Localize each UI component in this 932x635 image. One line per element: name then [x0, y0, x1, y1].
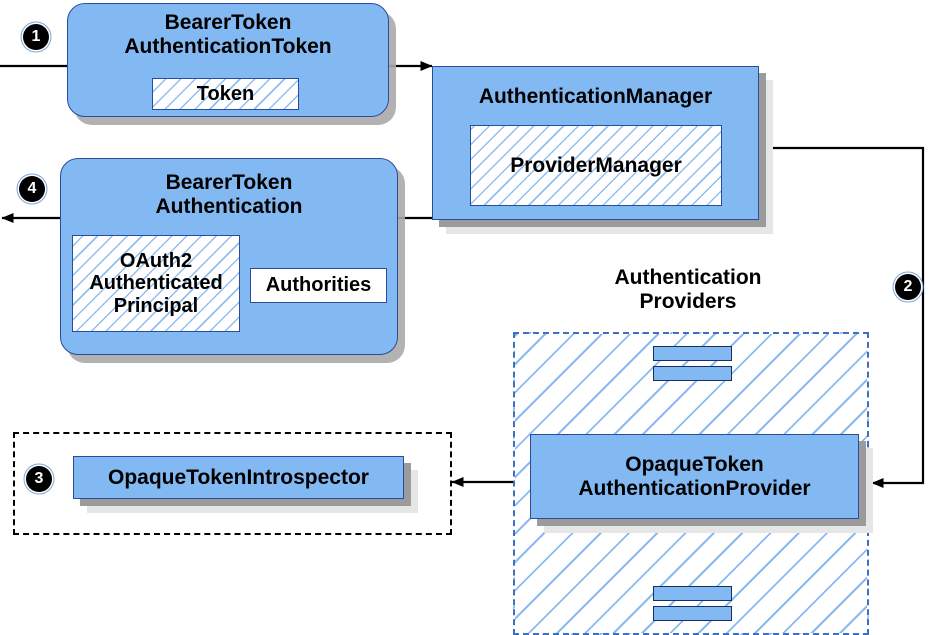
bearer-token-authentication-token[interactable]: BearerToken AuthenticationToken [67, 3, 389, 117]
oauth2-authenticated-principal-label-line1: OAuth2 [119, 249, 193, 272]
token-field-label: Token [196, 82, 255, 105]
provider-stack-bar-bottom-2 [653, 606, 732, 621]
authorities-label: Authorities [265, 274, 372, 297]
opaque-token-introspector[interactable]: OpaqueTokenIntrospector [73, 456, 404, 499]
step-marker-4-number: 4 [27, 180, 37, 197]
bearer-token-authentication-token-label-line1: BearerToken [164, 11, 292, 34]
oauth2-authenticated-principal-label-line3: Principal [113, 294, 199, 317]
bearer-token-authentication-label-line2: Authentication [155, 194, 303, 218]
token-field[interactable]: Token [152, 78, 299, 110]
step-marker-3-number: 3 [34, 470, 44, 487]
step-marker-1-number: 1 [31, 28, 41, 45]
step-marker-2-number: 2 [903, 278, 913, 295]
opaque-token-introspector-group [13, 432, 452, 535]
authentication-manager-label: AuthenticationManager [478, 85, 713, 108]
authentication-providers-title-line1: Authentication [614, 266, 762, 289]
opaque-token-authentication-provider-label-line2: AuthenticationProvider [578, 476, 811, 500]
provider-stack-bar-top-2 [653, 366, 732, 381]
step-marker-1: 1 [23, 24, 49, 50]
bearer-token-authentication-token-label-line2: AuthenticationToken [124, 34, 332, 58]
opaque-token-introspector-label: OpaqueTokenIntrospector [108, 465, 369, 489]
provider-manager-field[interactable]: ProviderManager [470, 125, 722, 206]
provider-manager-label: ProviderManager [510, 153, 682, 177]
oauth2-authenticated-principal-field[interactable]: OAuth2 Authenticated Principal [72, 235, 240, 332]
step-marker-4: 4 [19, 176, 45, 202]
oauth2-authenticated-principal-label-line2: Authenticated [89, 272, 223, 295]
authorities-field[interactable]: Authorities [250, 268, 387, 303]
step-marker-3: 3 [26, 466, 52, 492]
provider-stack-bar-bottom-1 [653, 586, 732, 601]
opaque-token-authentication-provider-label-line1: OpaqueToken [625, 452, 764, 476]
step-marker-2: 2 [895, 274, 921, 300]
authentication-providers-title-line2: Providers [639, 289, 737, 313]
provider-stack-bar-top-1 [653, 346, 732, 361]
opaque-token-authentication-provider[interactable]: OpaqueToken AuthenticationProvider [530, 434, 859, 519]
bearer-token-authentication-label-line1: BearerToken [165, 171, 293, 194]
authentication-providers-title: Authentication Providers [568, 266, 808, 314]
